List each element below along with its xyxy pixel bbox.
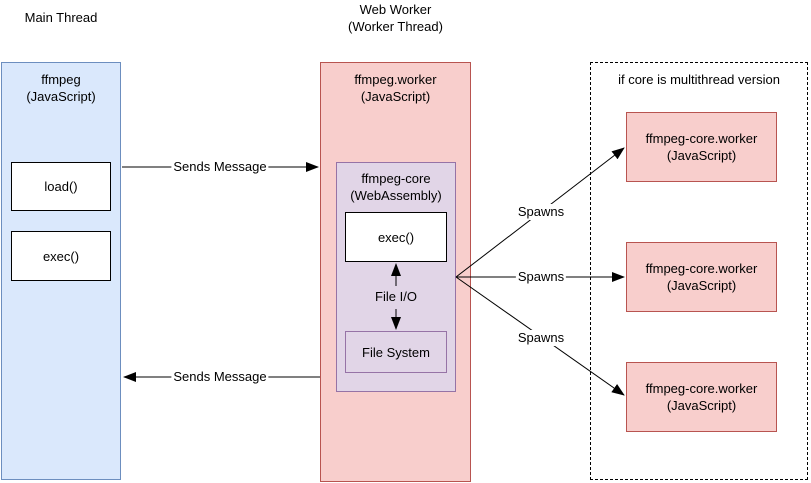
ffmpeg-node-title-line1: ffmpeg bbox=[41, 72, 81, 87]
file-system-label: File System bbox=[362, 344, 430, 360]
core-worker-3-title-line1: ffmpeg-core.worker bbox=[645, 381, 758, 396]
load-function-label: load() bbox=[44, 179, 78, 194]
web-worker-label-line1: Web Worker bbox=[359, 2, 432, 17]
core-worker-2-title-line2: (JavaScript) bbox=[666, 278, 737, 293]
core-worker-2-title-line1: ffmpeg-core.worker bbox=[645, 261, 758, 276]
ffmpeg-core-title: ffmpeg-core (WebAssembly) bbox=[337, 170, 455, 204]
sends-message-top-label: Sends Message bbox=[171, 159, 269, 175]
core-worker-node-2: ffmpeg-core.worker (JavaScript) bbox=[626, 242, 777, 312]
core-worker-3-title-line2: (JavaScript) bbox=[666, 398, 737, 413]
ffmpeg-worker-title: ffmpeg.worker (JavaScript) bbox=[321, 71, 470, 105]
core-worker-node-3: ffmpeg-core.worker (JavaScript) bbox=[626, 362, 777, 432]
ffmpeg-worker-title-line1: ffmpeg.worker bbox=[354, 72, 437, 87]
core-worker-node-1: ffmpeg-core.worker (JavaScript) bbox=[626, 112, 777, 182]
core-worker-1-title-line1: ffmpeg-core.worker bbox=[645, 131, 758, 146]
web-worker-label: Web Worker (Worker Thread) bbox=[320, 1, 471, 35]
exec-function-label: exec() bbox=[42, 248, 80, 264]
file-system-node: File System bbox=[345, 331, 447, 373]
ffmpeg-core-title-line1: ffmpeg-core bbox=[361, 171, 431, 186]
sends-message-bottom-label: Sends Message bbox=[171, 369, 269, 385]
core-exec-function-label: exec() bbox=[377, 229, 415, 245]
web-worker-label-line2: (Worker Thread) bbox=[348, 19, 443, 34]
multithread-condition-label: if core is multithread version bbox=[618, 72, 780, 87]
ffmpeg-worker-title-line2: (JavaScript) bbox=[360, 89, 431, 104]
ffmpeg-node-title-line2: (JavaScript) bbox=[26, 89, 96, 104]
main-thread-label: Main Thread bbox=[24, 10, 98, 25]
exec-function-node: exec() bbox=[11, 231, 111, 281]
load-function-node: load() bbox=[11, 162, 111, 211]
core-exec-function-node: exec() bbox=[345, 212, 447, 262]
file-io-label: File I/O bbox=[375, 289, 417, 304]
spawns-label-3: Spawns bbox=[515, 330, 567, 346]
spawns-label-2: Spawns bbox=[515, 269, 567, 285]
spawns-label-1: Spawns bbox=[515, 204, 567, 220]
core-worker-1-title-line2: (JavaScript) bbox=[666, 148, 737, 163]
ffmpeg-core-title-line2: (WebAssembly) bbox=[350, 188, 442, 203]
ffmpeg-node-title: ffmpeg (JavaScript) bbox=[2, 71, 120, 105]
